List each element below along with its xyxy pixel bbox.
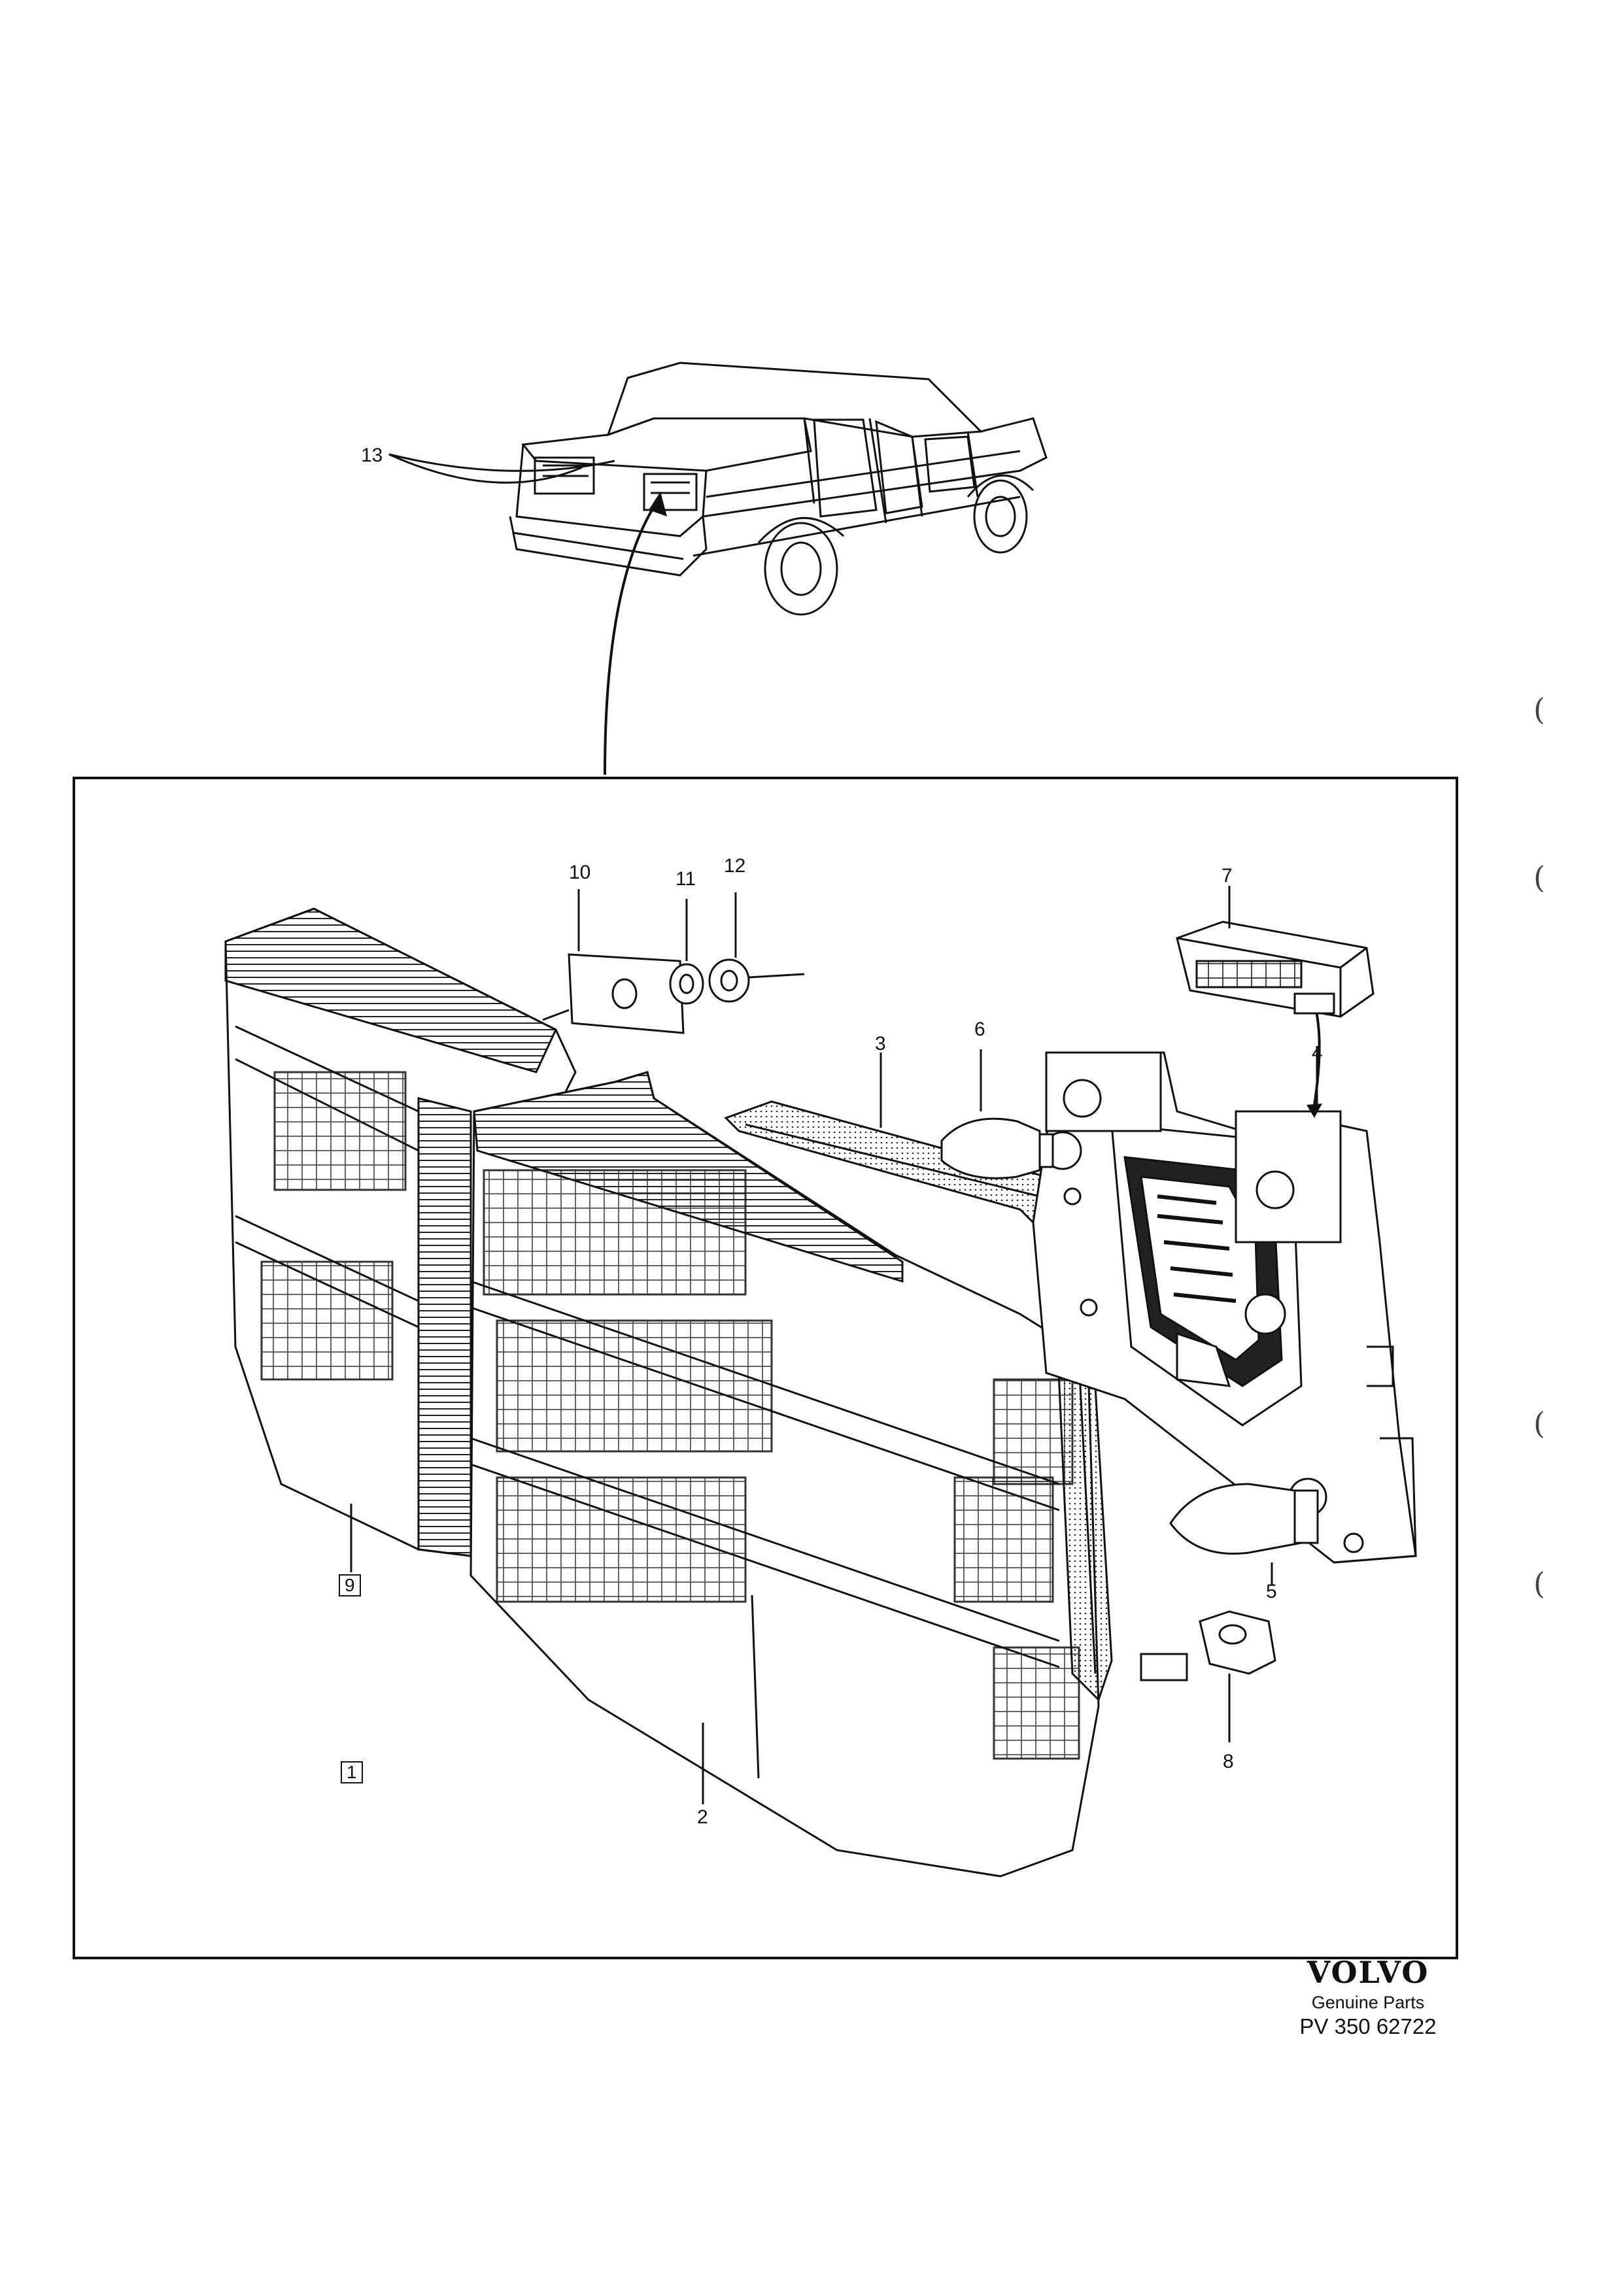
callout-5: 5: [1266, 1581, 1277, 1602]
leader-13: [388, 453, 615, 484]
callout-1: 1: [341, 1761, 363, 1783]
nut-12: [708, 958, 805, 1003]
margin-mark: (: [1533, 1566, 1545, 1601]
margin-mark: (: [1533, 692, 1545, 727]
connector-7: [1176, 920, 1375, 1018]
margin-mark: (: [1533, 1406, 1545, 1441]
washer-11: [669, 963, 704, 1005]
callout-8: 8: [1223, 1751, 1234, 1772]
margin-mark: (: [1533, 860, 1545, 895]
detail-arrow: [604, 496, 662, 775]
callout-13: 13: [361, 445, 383, 466]
callout-7: 7: [1222, 865, 1233, 886]
callout-2: 2: [697, 1806, 708, 1828]
callout-9: 9: [339, 1574, 361, 1596]
lens-2: [470, 1071, 1100, 1878]
plate-10: [568, 953, 685, 1034]
part-code: PV 350 62722: [1299, 2014, 1437, 2038]
bulb-6: [940, 1117, 1082, 1179]
callout-12: 12: [724, 855, 746, 877]
bolt-path: [542, 1009, 570, 1021]
callout-10: 10: [569, 862, 591, 883]
nut-8: [1140, 1610, 1276, 1681]
detail-frame: [73, 777, 1458, 1959]
car-illustration: [509, 362, 1048, 616]
callout-3: 3: [875, 1033, 886, 1055]
arrow-head: [649, 492, 667, 516]
callout-4: 4: [1312, 1042, 1323, 1064]
callout-11: 11: [675, 868, 696, 890]
brand-subtitle: Genuine Parts: [1311, 1993, 1425, 2012]
volvo-logo: VOLVO: [1307, 1955, 1429, 1990]
bulb-holder-4: [1032, 1051, 1417, 1564]
callout-6: 6: [974, 1019, 985, 1040]
arrow-head-4: [1307, 1104, 1322, 1118]
bulb-5: [1169, 1483, 1319, 1555]
brand-block: VOLVO Genuine Parts PV 350 62722: [1283, 1955, 1453, 2039]
